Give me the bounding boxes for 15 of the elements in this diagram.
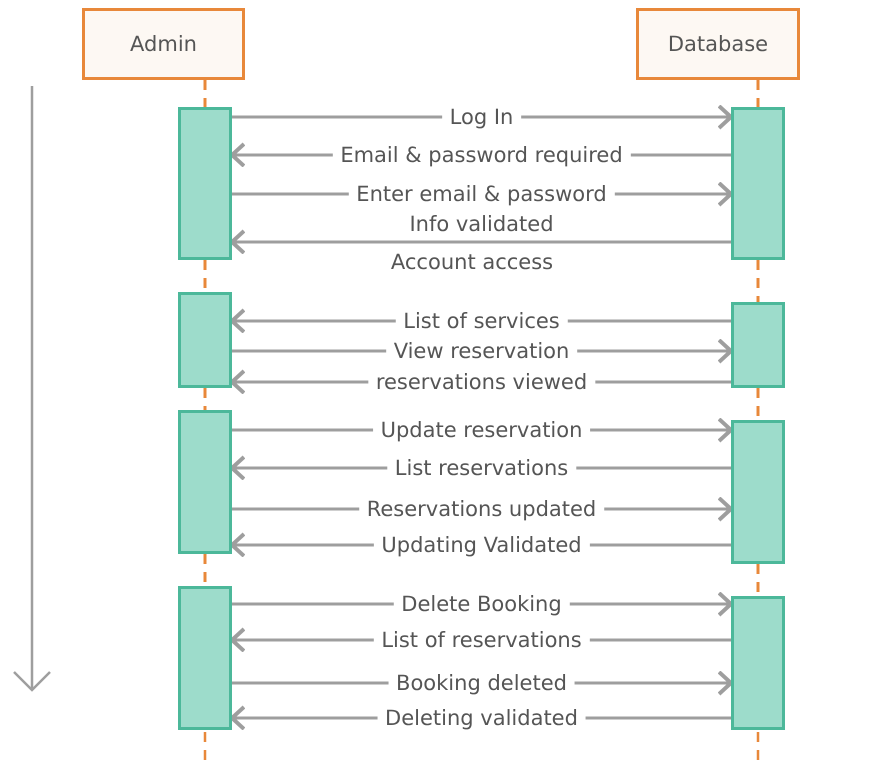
activation-bar [178,410,232,554]
lifeline [756,80,760,107]
activation-bar [731,420,785,564]
participant-box: Admin [82,8,245,80]
activation-bar [731,302,785,388]
participant-box: Database [636,8,800,80]
arrow [230,229,731,255]
activation-bar [731,596,785,730]
activation-bar [178,292,232,388]
activation-bar [731,107,785,260]
activation-bar [178,107,232,260]
activation-bar [178,586,232,730]
lifeline [204,388,206,410]
lifeline [204,80,206,107]
lifeline [756,260,760,302]
